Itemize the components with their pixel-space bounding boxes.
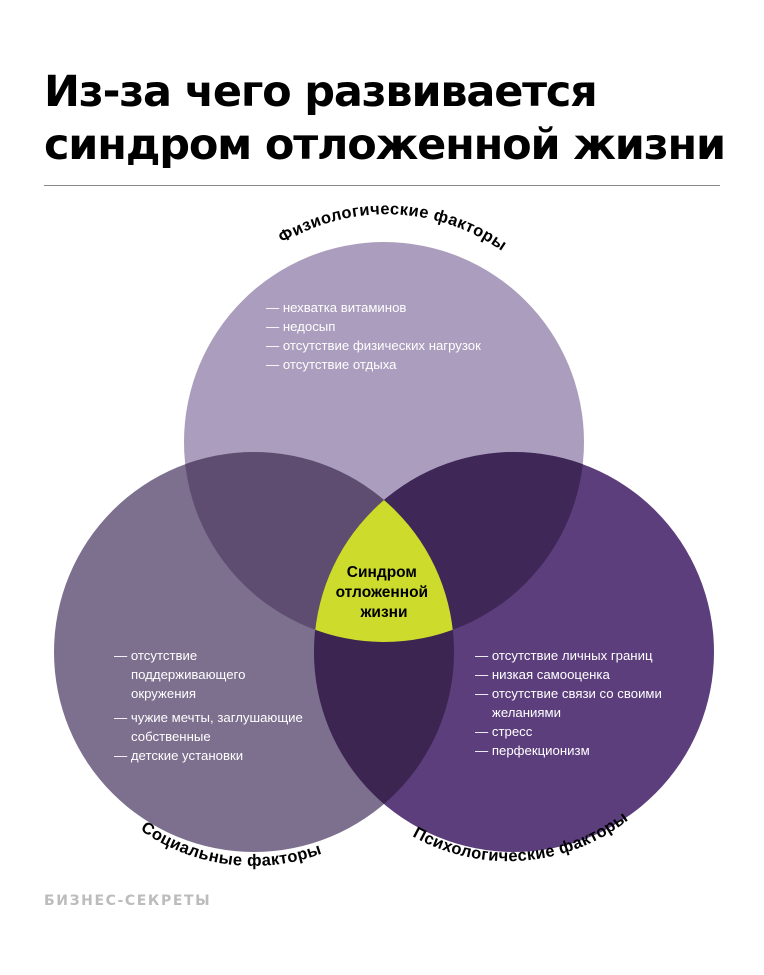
list-item: — перфекционизм	[475, 743, 590, 758]
center-line-3: жизни	[359, 604, 407, 621]
title-line-2: синдром отложенной жизни	[44, 120, 726, 170]
brand-logo: БИЗНЕС-СЕКРЕТЫ	[44, 893, 212, 909]
title-line-1: Из-за чего развивается	[44, 67, 598, 117]
list-item: — чужие мечты, заглушающие собственные	[114, 710, 307, 744]
page-title: Из-за чего развивается синдром отложенно…	[44, 66, 734, 172]
center-line-1: Синдром	[347, 564, 417, 581]
list-item: — стресс	[475, 724, 533, 739]
list-item: — детские установки	[114, 748, 243, 763]
center-line-2: отложенной	[336, 584, 429, 601]
list-item: — низкая самооценка	[475, 667, 610, 682]
list-item: — отсутствие связи со своими желаниями	[475, 686, 666, 720]
list-item: — отсутствие отдыха	[266, 357, 397, 372]
list-item: — отсутствие физических нагрузок	[266, 338, 481, 353]
psychological-factors-list: — отсутствие личных границ — низкая само…	[475, 648, 666, 758]
center-overlap	[314, 452, 454, 642]
physiological-factors-list: — нехватка витаминов — недосып — отсутст…	[266, 300, 481, 372]
center-label: Синдром отложенной жизни	[336, 564, 433, 621]
title-divider	[44, 185, 720, 186]
list-item: — недосып	[266, 319, 335, 334]
social-factors-list: — отсутствие поддерживающего окружения —…	[114, 648, 307, 763]
list-item: — отсутствие поддерживающего окружения	[114, 648, 249, 701]
list-item: — нехватка витаминов	[266, 300, 406, 315]
list-item: — отсутствие личных границ	[475, 648, 653, 663]
